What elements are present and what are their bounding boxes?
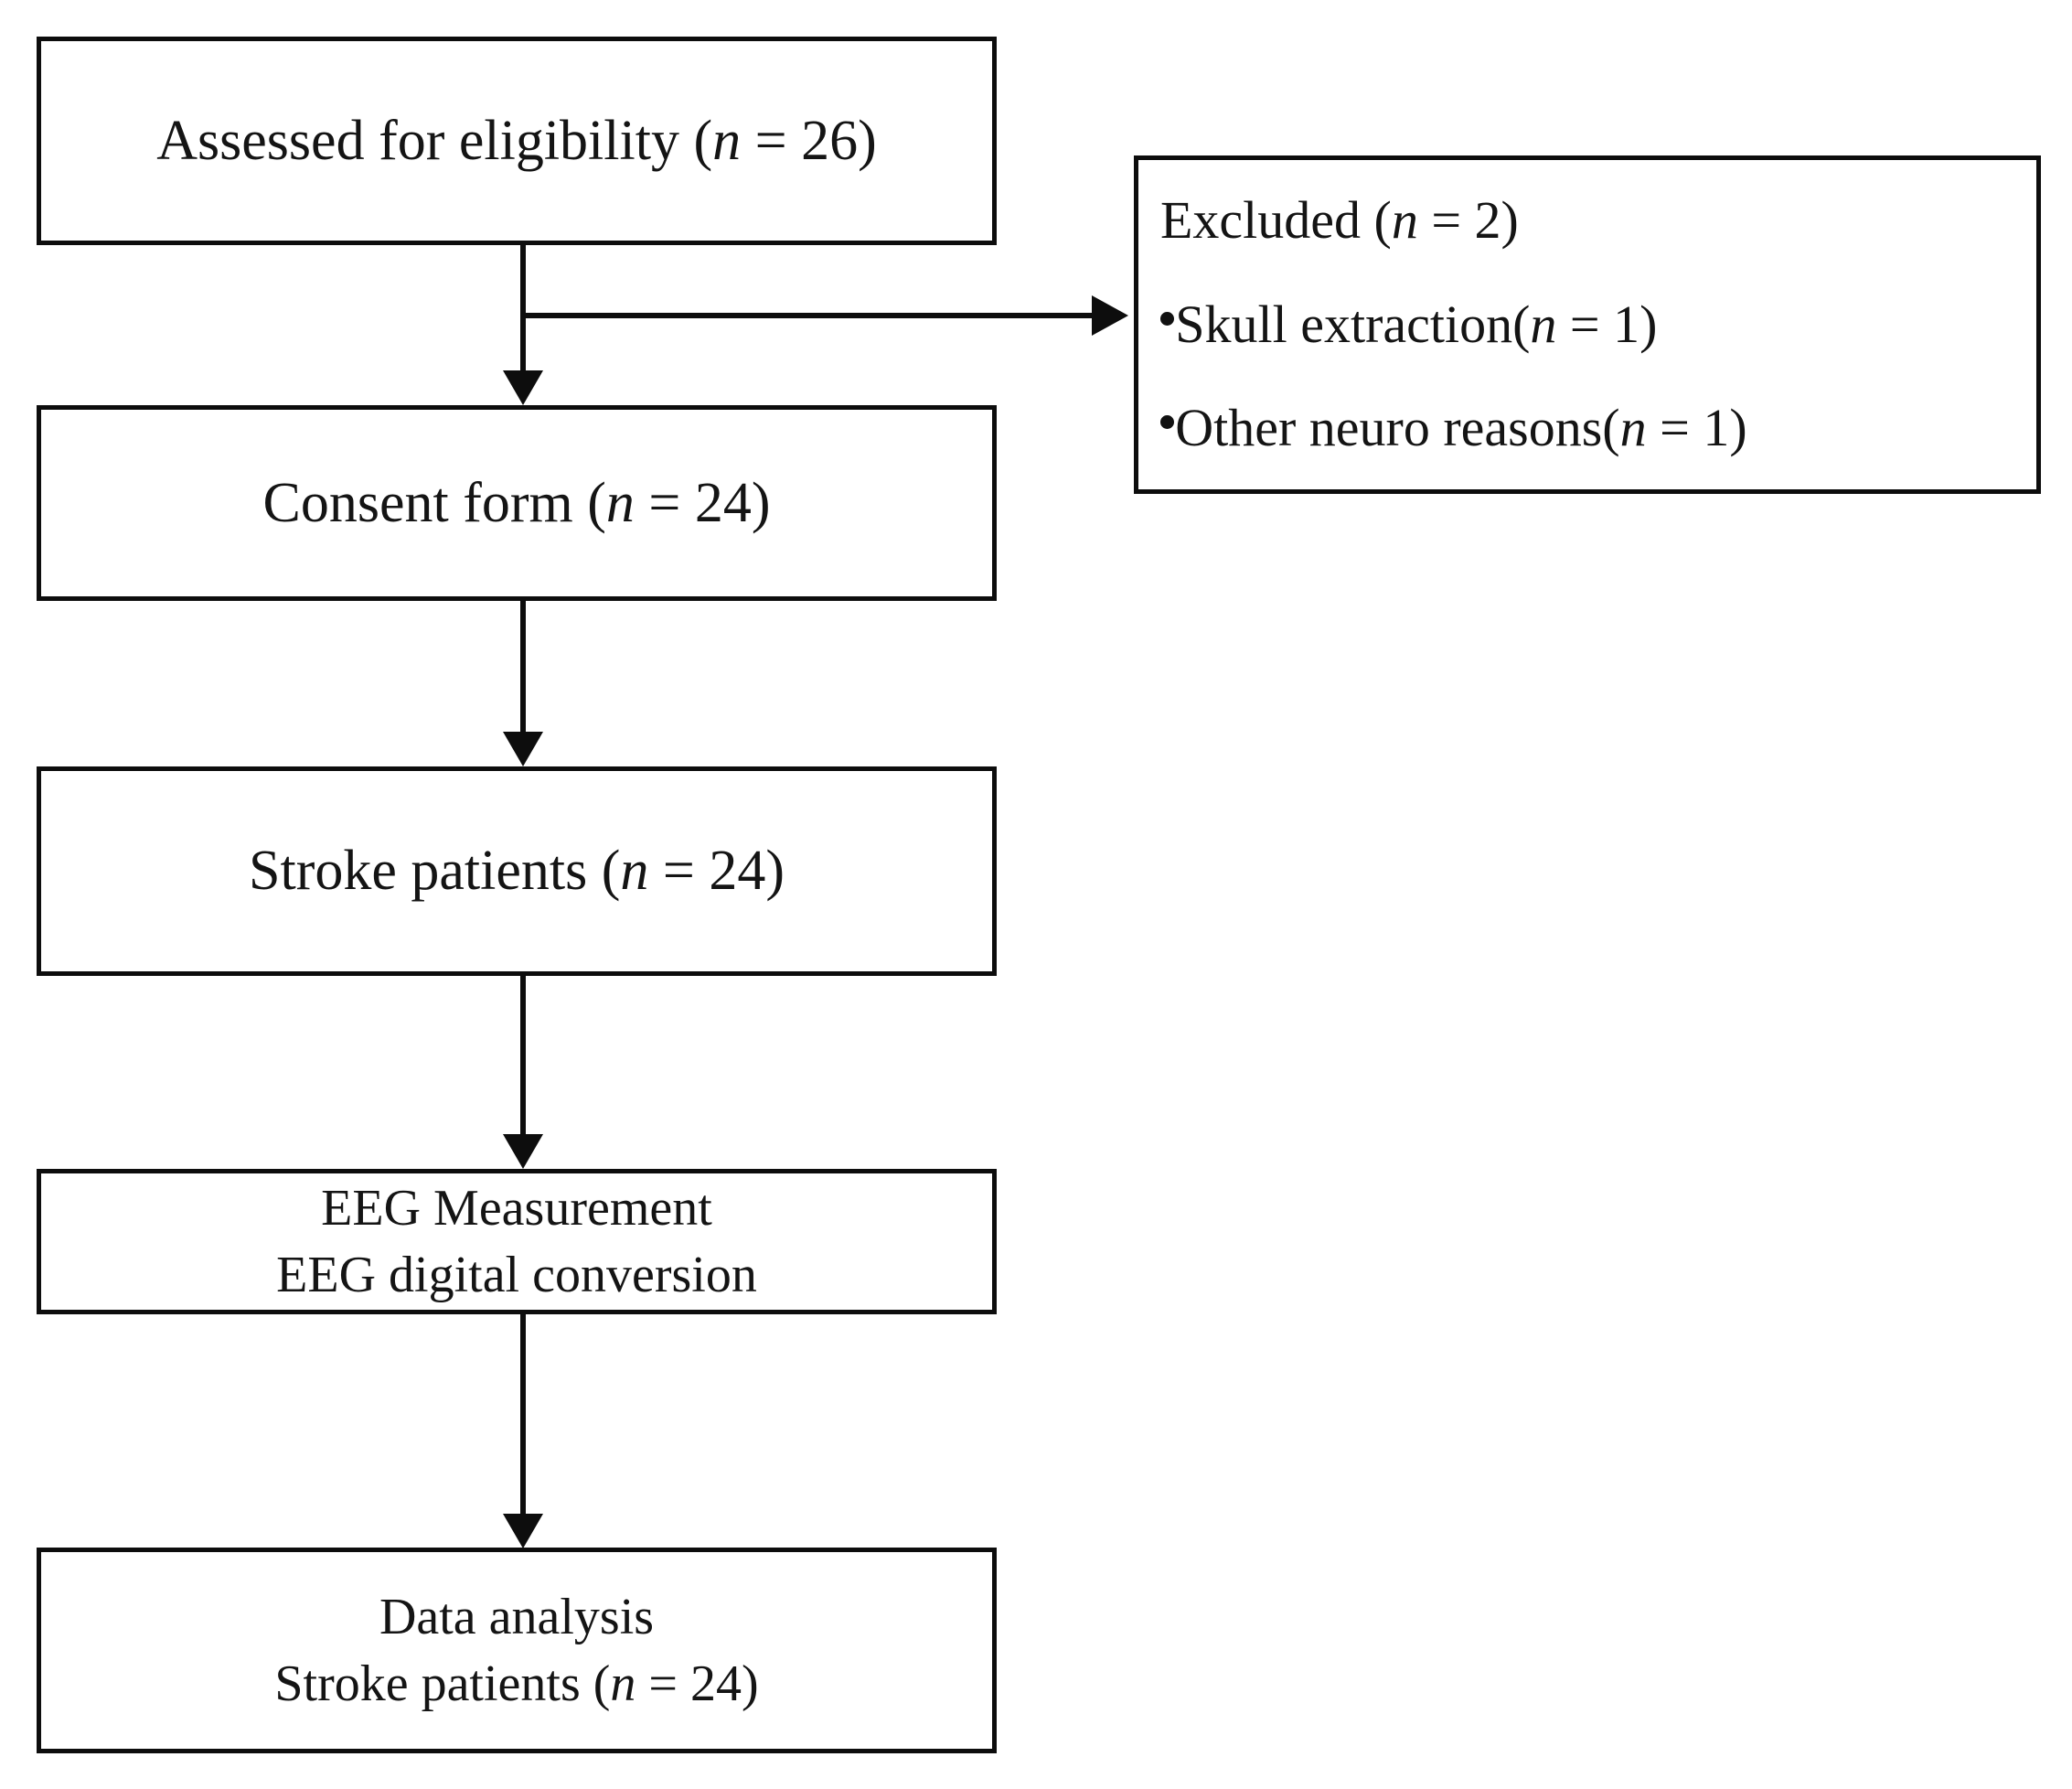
label-italic-n: n — [1391, 190, 1418, 251]
node-data-analysis-line-1: Data analysis — [379, 1588, 655, 1645]
label-text: Other neuro reasons( — [1175, 397, 1620, 457]
label-text: Assessed for eligibility ( — [156, 109, 713, 172]
node-data-analysis: Data analysis Stroke patients (n = 24) — [37, 1548, 997, 1753]
label-text: = 24) — [634, 471, 771, 534]
edge-consent-to-stroke-line — [520, 601, 526, 734]
label-text: = 2) — [1417, 190, 1519, 251]
label-text: = 1) — [1646, 397, 1747, 457]
node-eeg-line-1: EEG Measurement — [321, 1179, 712, 1237]
label-italic-n: n — [712, 109, 742, 172]
label-text: Consent form ( — [262, 471, 606, 534]
node-excluded-line-3: Other neuro reasons(n = 1) — [1160, 397, 1747, 458]
node-stroke-patients: Stroke patients (n = 24) — [37, 766, 997, 976]
node-consent-form: Consent form (n = 24) — [37, 405, 997, 601]
node-stroke-patients-line-1: Stroke patients (n = 24) — [249, 834, 785, 908]
label-text: Stroke patients ( — [249, 840, 621, 903]
node-eeg-measurement: EEG Measurement EEG digital conversion — [37, 1169, 997, 1314]
bullet-icon — [1160, 312, 1175, 327]
label-text: = 1) — [1556, 294, 1658, 354]
label-text: = 26) — [741, 109, 877, 172]
node-data-analysis-line-2: Stroke patients (n = 24) — [274, 1651, 758, 1718]
edge-eligibility-to-consent-line — [520, 245, 526, 373]
label-italic-n: n — [605, 471, 635, 534]
label-text: = 24) — [635, 1655, 759, 1712]
node-eeg-line-2: EEG digital conversion — [276, 1246, 757, 1303]
label-italic-n: n — [1530, 294, 1557, 354]
node-consent-form-line-1: Consent form (n = 24) — [262, 466, 770, 541]
label-italic-n: n — [1619, 397, 1647, 457]
label-text: Skull extraction( — [1175, 294, 1531, 354]
label-italic-n: n — [610, 1655, 636, 1712]
label-text: = 24) — [648, 840, 785, 903]
bullet-icon — [1160, 415, 1175, 430]
node-assessed-for-eligibility-line-1: Assessed for eligibility (n = 26) — [156, 104, 877, 178]
edge-eligibility-to-excluded-arrowhead — [1092, 295, 1128, 336]
edge-eeg-to-analysis-line — [520, 1314, 526, 1516]
label-italic-n: n — [620, 840, 649, 903]
edge-stroke-to-eeg-arrowhead — [503, 1134, 543, 1169]
label-text: Stroke patients ( — [274, 1655, 611, 1712]
edge-eeg-to-analysis-arrowhead — [503, 1514, 543, 1548]
edge-eligibility-to-consent-arrowhead — [503, 370, 543, 405]
edge-consent-to-stroke-arrowhead — [503, 732, 543, 766]
edge-eligibility-to-excluded-line — [520, 313, 1092, 318]
node-assessed-for-eligibility: Assessed for eligibility (n = 26) — [37, 37, 997, 245]
edge-stroke-to-eeg-line — [520, 976, 526, 1136]
node-excluded: Excluded (n = 2) Skull extraction(n = 1)… — [1134, 155, 2041, 494]
node-excluded-line-2: Skull extraction(n = 1) — [1160, 295, 1657, 355]
label-text: Excluded ( — [1160, 190, 1392, 251]
node-excluded-line-1: Excluded (n = 2) — [1160, 190, 1519, 251]
